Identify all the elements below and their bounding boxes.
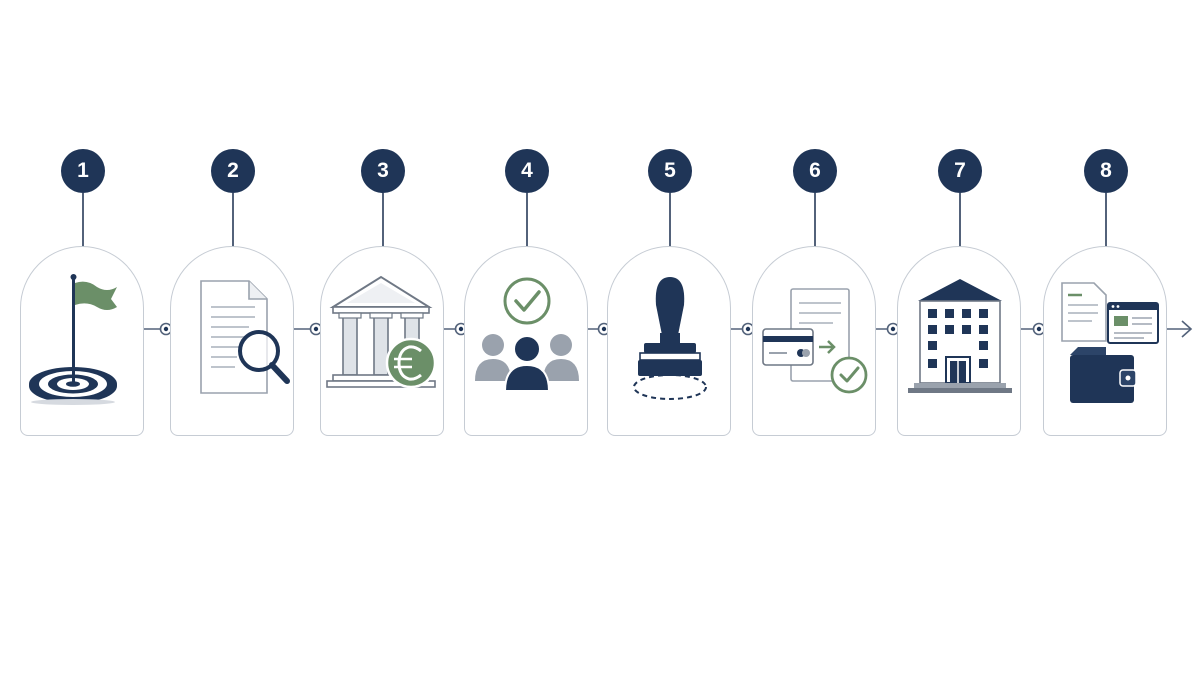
step-card <box>320 246 444 436</box>
step-card <box>752 246 876 436</box>
badge-stem <box>526 193 528 247</box>
documents-wallet-icon <box>1061 282 1159 403</box>
step-3: 3 <box>320 0 446 675</box>
step-card <box>170 246 294 436</box>
badge-stem <box>232 193 234 247</box>
step-2: 2 <box>170 0 296 675</box>
step-1: 1 <box>20 0 146 675</box>
step-card <box>607 246 731 436</box>
step-number-badge: 8 <box>1084 149 1128 193</box>
badge-stem <box>669 193 671 247</box>
step-number-badge: 6 <box>793 149 837 193</box>
end-arrow-icon <box>1181 320 1193 338</box>
step-card <box>1043 246 1167 436</box>
document-search-icon <box>200 280 290 394</box>
step-number-badge: 2 <box>211 149 255 193</box>
office-building-icon <box>908 279 1012 393</box>
step-4: 4 <box>464 0 590 675</box>
badge-stem <box>814 193 816 247</box>
badge-stem <box>82 193 84 247</box>
step-number-badge: 7 <box>938 149 982 193</box>
bank-euro-icon <box>326 275 437 389</box>
step-number-badge: 5 <box>648 149 692 193</box>
step-card <box>464 246 588 436</box>
badge-stem <box>382 193 384 247</box>
step-number-badge: 1 <box>61 149 105 193</box>
step-number-badge: 3 <box>361 149 405 193</box>
step-6: 6 <box>752 0 878 675</box>
group-approval-icon <box>475 277 579 392</box>
step-card <box>20 246 144 436</box>
step-card <box>897 246 1021 436</box>
step-5: 5 <box>607 0 733 675</box>
card-payment-approval-icon <box>762 288 868 394</box>
step-8: 8 <box>1043 0 1169 675</box>
badge-stem <box>1105 193 1107 247</box>
step-number-badge: 4 <box>505 149 549 193</box>
step-7: 7 <box>897 0 1023 675</box>
stamp-icon <box>633 277 707 400</box>
badge-stem <box>959 193 961 247</box>
target-flag-icon <box>29 274 117 405</box>
